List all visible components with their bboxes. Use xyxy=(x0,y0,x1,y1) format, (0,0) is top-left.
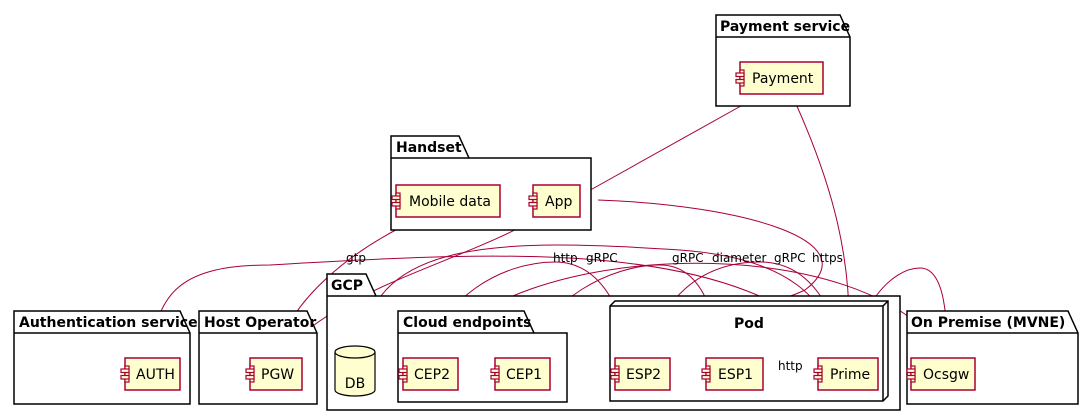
package-title-gcp: GCP xyxy=(331,278,363,294)
component-label-auth: AUTH xyxy=(136,367,175,383)
edge-label-diameter: diameter xyxy=(712,251,766,265)
component-db[interactable]: DB xyxy=(334,345,376,397)
edge-label-gtp: gtp xyxy=(346,251,366,265)
component-app[interactable]: App xyxy=(528,184,581,218)
component-label-payment: Payment xyxy=(752,71,814,87)
component-label-esp1: ESP1 xyxy=(718,367,753,383)
edge-label-grpc-1: gRPC xyxy=(586,251,618,265)
edge-label-http-pod: http xyxy=(778,359,803,373)
component-esp2[interactable]: ESP2 xyxy=(610,357,671,391)
component-pgw[interactable]: PGW xyxy=(245,357,303,391)
component-auth[interactable]: AUTH xyxy=(120,357,181,391)
package-title-handset: Handset xyxy=(396,140,462,156)
component-ocsgw[interactable]: Ocsgw xyxy=(906,357,976,391)
component-label-cep2: CEP2 xyxy=(414,367,450,383)
edge-label-http: http xyxy=(553,251,578,265)
edge-label-https: https xyxy=(812,251,843,265)
component-cep2[interactable]: CEP2 xyxy=(398,357,459,391)
edge-auth-prime xyxy=(147,255,847,357)
edge-payment-app xyxy=(584,101,749,194)
package-title-host-operator: Host Operator xyxy=(204,315,316,331)
component-cep1[interactable]: CEP1 xyxy=(490,357,551,391)
component-label-app: App xyxy=(545,194,572,210)
component-payment[interactable]: Payment xyxy=(735,61,824,95)
component-label-db: DB xyxy=(345,376,365,392)
package-title-authentication-service: Authentication service xyxy=(19,315,198,331)
component-label-pgw: PGW xyxy=(261,367,294,383)
node-title-pod: Pod xyxy=(734,316,764,332)
component-label-mobile-data: Mobile data xyxy=(409,194,491,210)
component-prime[interactable]: Prime xyxy=(813,357,879,391)
component-label-prime: Prime xyxy=(830,367,870,383)
edge-labels: gtp http gRPC gRPC diameter gRPC https h… xyxy=(346,251,843,373)
package-title-payment-service: Payment service xyxy=(720,19,850,35)
component-label-ocsgw: Ocsgw xyxy=(923,367,969,383)
package-title-cloud-endpoints: Cloud endpoints xyxy=(403,315,531,331)
component-mobile-data[interactable]: Mobile data xyxy=(391,184,501,218)
component-label-esp2: ESP2 xyxy=(626,367,661,383)
component-esp1[interactable]: ESP1 xyxy=(701,357,764,391)
edge-label-grpc-3: gRPC xyxy=(774,251,806,265)
component-label-cep1: CEP1 xyxy=(506,367,542,383)
edge-label-grpc-2: gRPC xyxy=(672,251,704,265)
package-title-on-premise: On Premise (MVNE) xyxy=(911,315,1065,331)
